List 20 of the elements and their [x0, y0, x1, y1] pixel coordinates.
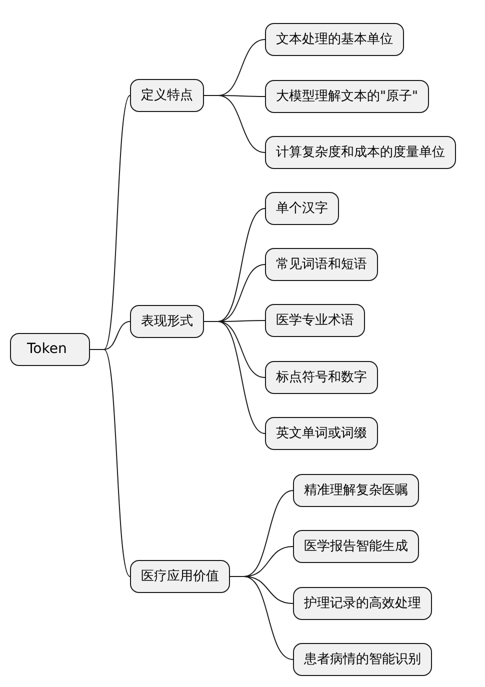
topic-box: 医疗应用价值	[130, 560, 230, 593]
topic-box: 单个汉字	[265, 192, 339, 225]
topic-box: 精准理解复杂医嘱	[293, 474, 419, 507]
topic-box: 表现形式	[130, 305, 204, 338]
connector-line	[230, 576, 294, 660]
connector-line	[204, 95, 266, 153]
topic-box: 文本处理的基本单位	[265, 23, 404, 56]
topic-box: 患者病情的智能识别	[293, 643, 432, 676]
topic-box: Token	[10, 333, 90, 366]
topic-box: 常见词语和短语	[265, 248, 378, 281]
topic-box: 英文单词或词缀	[265, 417, 378, 450]
connector-line	[204, 321, 266, 434]
topic-box: 护理记录的高效处理	[293, 587, 432, 620]
connector-line	[90, 349, 130, 577]
topic-box: 大模型理解文本的"原子"	[265, 80, 429, 113]
topic-box: 医学报告智能生成	[293, 530, 419, 563]
topic-box: 标点符号和数字	[265, 361, 378, 394]
topic-box: 计算复杂度和成本的度量单位	[265, 136, 456, 169]
topic-box: 医学专业术语	[265, 304, 365, 337]
topic-box: 定义特点	[130, 79, 204, 112]
